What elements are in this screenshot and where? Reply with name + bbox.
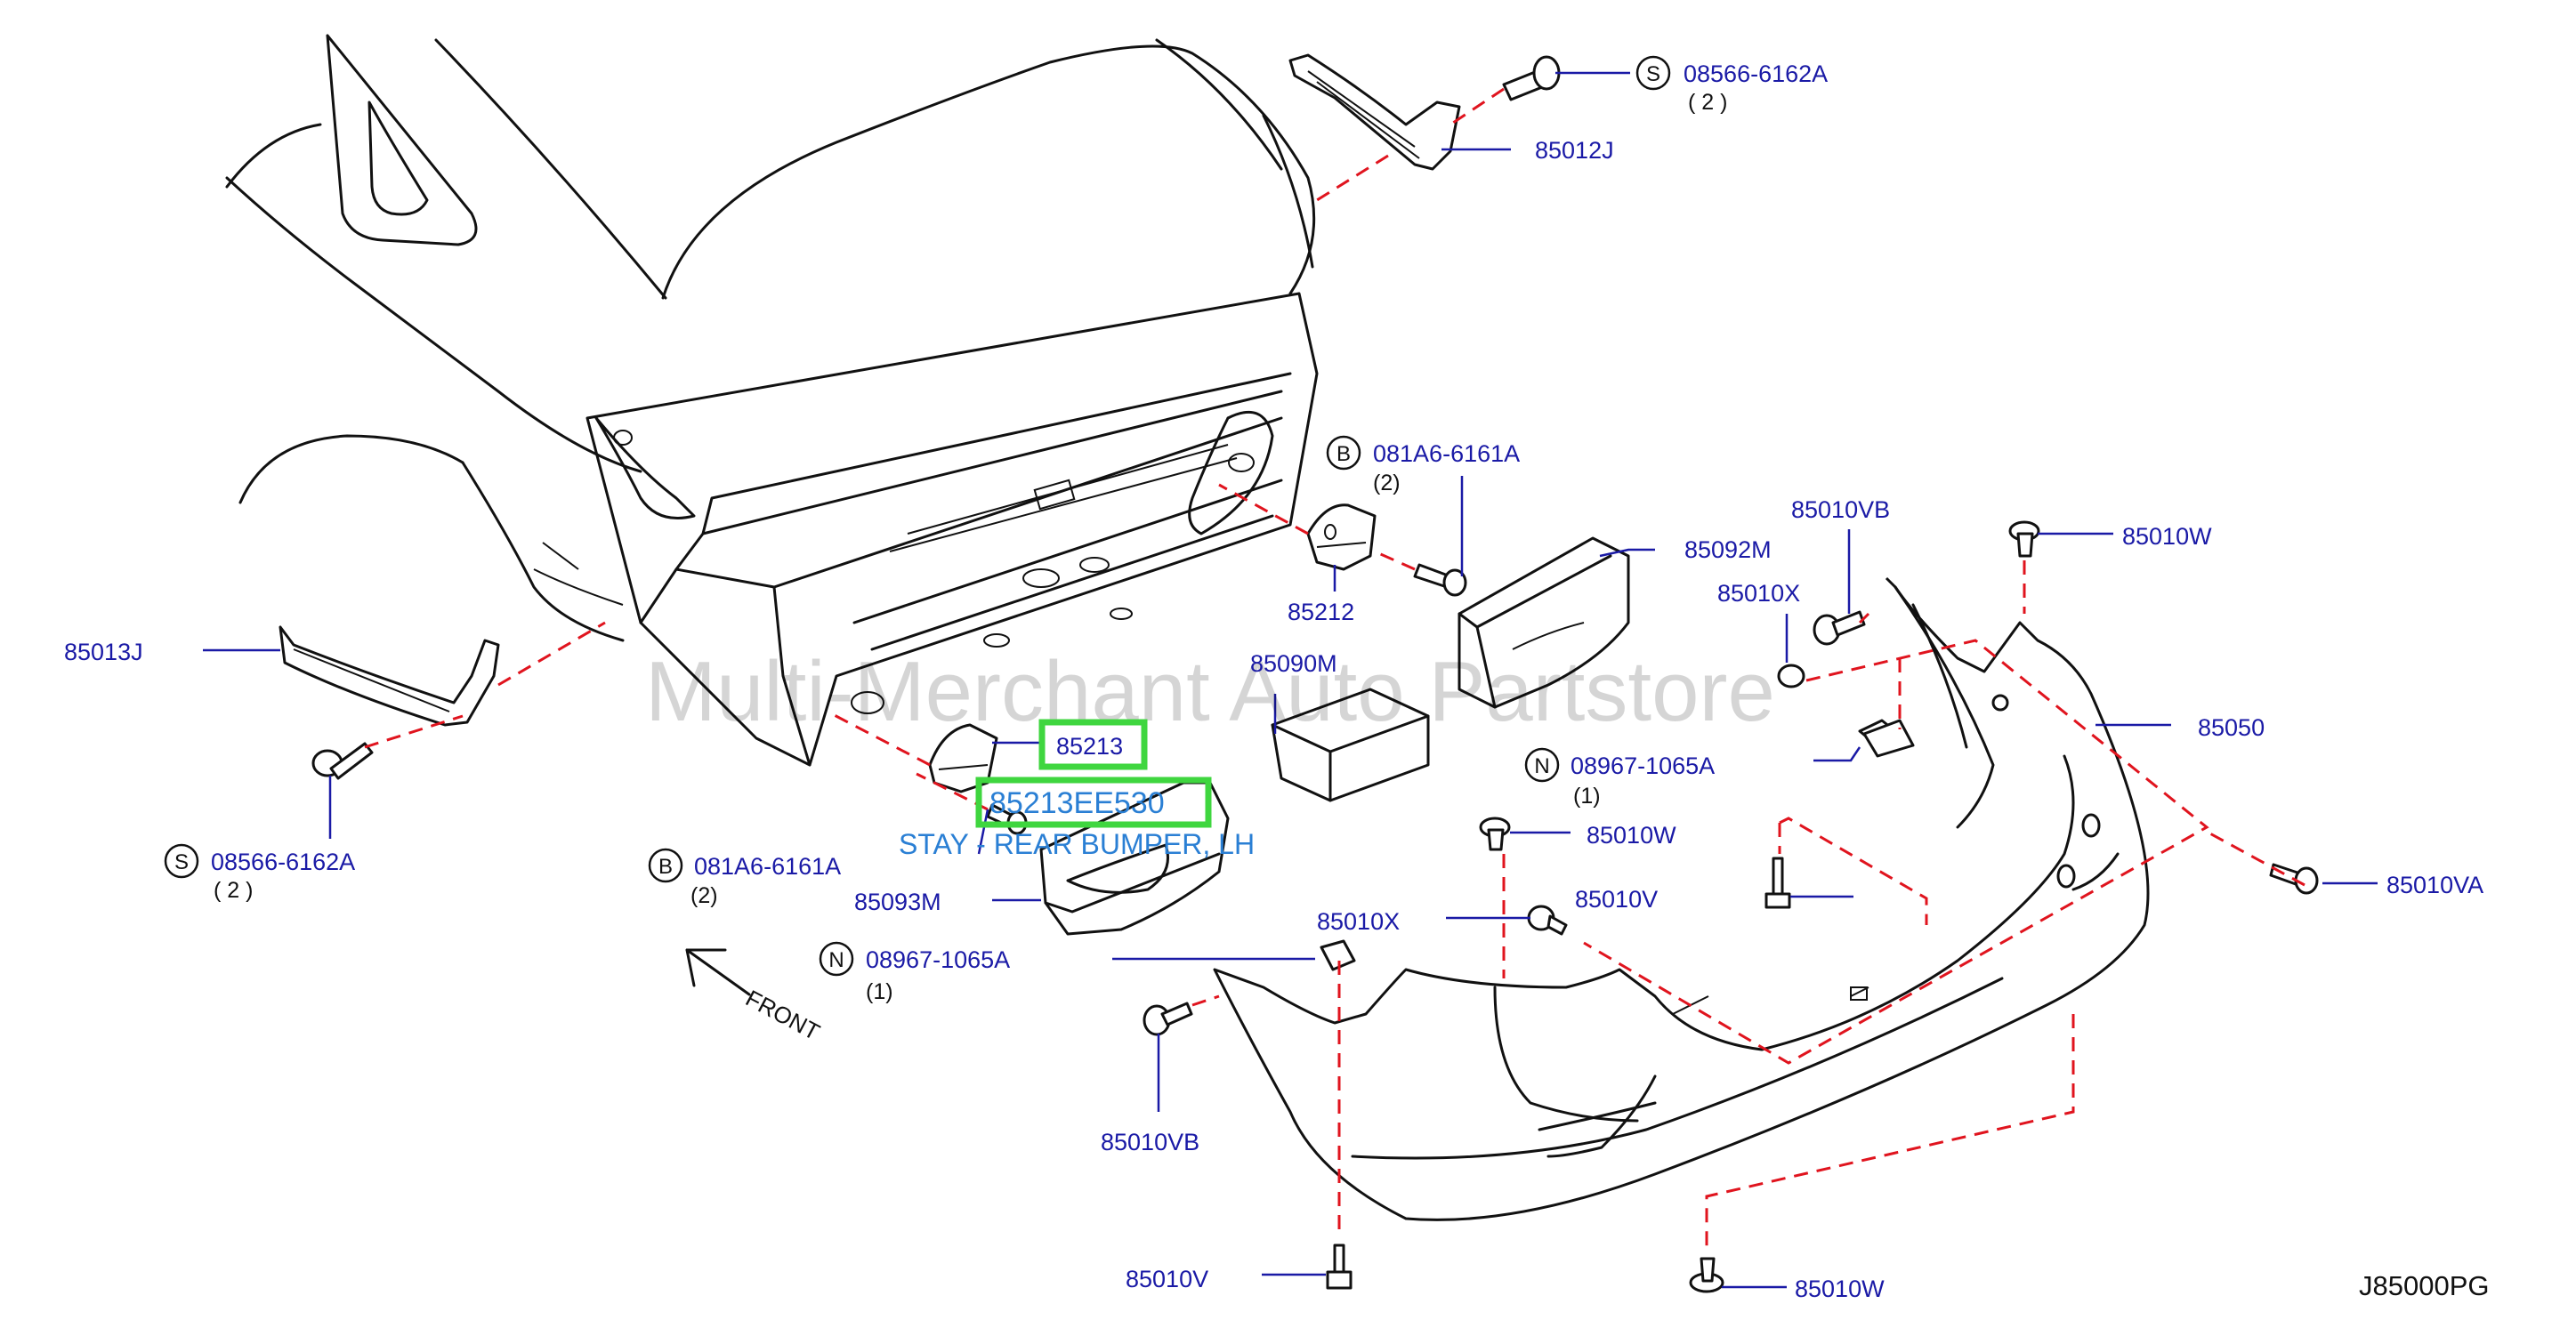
leader-lines [203, 71, 2378, 1289]
label-08566-6162a-top[interactable]: 08566-6162A [1684, 60, 1828, 87]
label-081a6-6161a-top[interactable]: 081A6-6161A [1373, 440, 1520, 467]
screw-marker-circle [164, 843, 199, 879]
label-85212[interactable]: 85212 [1288, 599, 1354, 625]
qty-08566-6162a-left: ( 2 ) [214, 878, 253, 903]
highlight-box-part-number [1038, 719, 1148, 770]
front-label: FRONT [741, 985, 824, 1046]
callout-labels: S 08566-6162A ( 2 ) 85012J 85013J S 0856… [64, 55, 2483, 1302]
label-85010va[interactable]: 85010VA [2386, 872, 2483, 898]
absorber-85093m-drawing [1039, 781, 1230, 936]
highlight-full-part-number[interactable]: 85213EE530 [989, 786, 1165, 820]
bracket-85012j-drawing [1288, 53, 1461, 171]
label-081a6-6161a-left[interactable]: 081A6-6161A [694, 853, 841, 880]
bolt-marker-circle [1326, 435, 1361, 471]
label-85010w-bottom[interactable]: 85010W [1795, 1276, 1885, 1302]
nut-marker-letter: N [828, 948, 844, 972]
nut-marker-circle [819, 941, 854, 977]
label-85010vb-bottom[interactable]: 85010VB [1101, 1129, 1199, 1155]
label-08566-6162a-left[interactable]: 08566-6162A [211, 849, 355, 875]
absorber-85090m-drawing [1271, 688, 1430, 802]
stay-85212-drawing [1306, 503, 1377, 571]
highlight-box-full-part-number [975, 777, 1212, 828]
label-85010w-top[interactable]: 85010W [2122, 523, 2212, 550]
selected-part-highlight: 85213 85213EE530 STAY - REAR BUMPER, LH [899, 719, 1255, 860]
nut-marker-circle [1524, 747, 1560, 783]
absorber-85092m-drawing [1458, 536, 1630, 709]
screw-marker-letter: S [1646, 62, 1660, 86]
rear-bumper-fascia-drawing [1213, 576, 2150, 1221]
label-85092m[interactable]: 85092M [1684, 536, 1772, 563]
front-direction-indicator: FRONT [685, 948, 824, 1046]
label-85010x-top[interactable]: 85010X [1717, 580, 1800, 607]
bolt-marker-circle [648, 848, 683, 883]
highlight-part-number[interactable]: 85213 [1056, 733, 1123, 760]
label-85012j[interactable]: 85012J [1535, 137, 1614, 164]
qty-08566-6162a-top: ( 2 ) [1688, 90, 1727, 115]
nut-marker-letter: N [1534, 754, 1549, 778]
highlight-description: STAY - REAR BUMPER, LH [899, 828, 1255, 860]
diagram-code: J85000PG [2359, 1270, 2490, 1301]
front-arrow-icon [685, 948, 751, 996]
label-85010w-mid[interactable]: 85010W [1587, 822, 1676, 849]
label-85010v-mid[interactable]: 85010V [1575, 886, 1658, 913]
label-85090m[interactable]: 85090M [1250, 650, 1337, 677]
label-85010vb-top[interactable]: 85010VB [1791, 496, 1890, 523]
qty-08967-1065a-right: (1) [1573, 784, 1601, 809]
bolt-marker-letter: B [658, 855, 673, 879]
screw-marker-letter: S [174, 850, 189, 874]
label-85010v-bottom[interactable]: 85010V [1126, 1266, 1208, 1292]
vehicle-body-drawing [225, 34, 1319, 767]
stay-85213-drawing [928, 723, 998, 793]
label-85013j[interactable]: 85013J [64, 639, 143, 665]
screw-marker-circle [1635, 55, 1671, 91]
label-08967-1065a-right[interactable]: 08967-1065A [1571, 753, 1715, 779]
label-85010x-mid[interactable]: 85010X [1317, 908, 1400, 935]
qty-081a6-6161a-left: (2) [690, 883, 718, 908]
qty-081a6-6161a-top: (2) [1373, 471, 1401, 495]
label-08967-1065a-left[interactable]: 08967-1065A [866, 946, 1010, 973]
bolt-marker-letter: B [1336, 442, 1351, 466]
bracket-85013j-drawing [279, 625, 500, 727]
watermark-text: Multi-Merchant Auto Partstore [645, 644, 1775, 739]
label-85050[interactable]: 85050 [2198, 714, 2265, 741]
qty-08967-1065a-left: (1) [866, 979, 893, 1004]
label-85093m[interactable]: 85093M [854, 889, 941, 915]
